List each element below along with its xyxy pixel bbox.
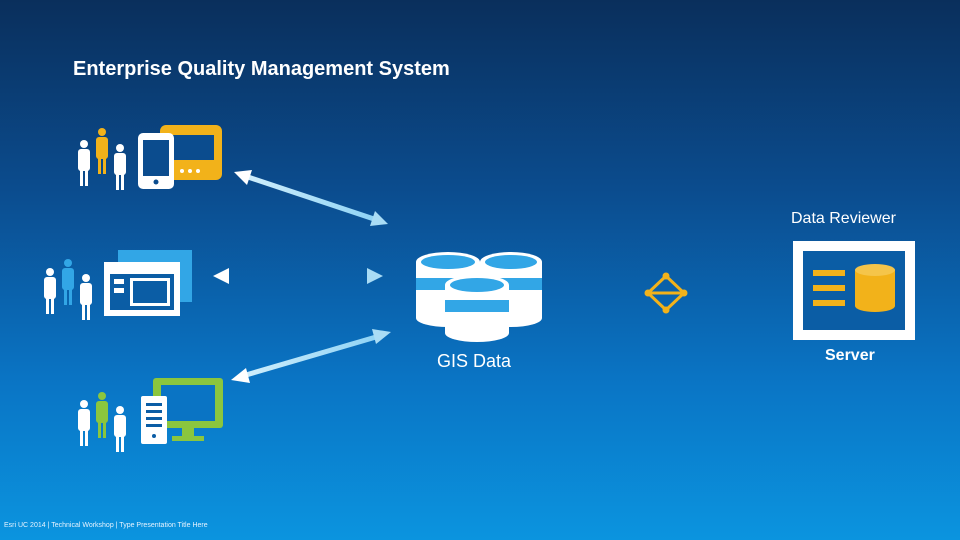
server-label: Server [825,347,875,364]
tablet-phone-icon [138,125,222,189]
reviewer-server-icon [793,241,915,340]
data-reviewer-label: Data Reviewer [791,210,896,227]
network-connector-icon [552,272,790,314]
double-arrow-icon [231,329,391,383]
people-group-icon [78,128,126,190]
people-group-icon [44,259,92,320]
double-arrow-icon [234,170,388,226]
workstation-computer-icon [141,378,223,444]
people-group-icon [78,392,126,452]
desktop-window-icon [104,250,192,316]
gis-data-label: GIS Data [437,351,512,371]
slide-footer: Esri UC 2014 | Technical Workshop | Type… [4,522,208,529]
double-arrow-icon [213,268,383,284]
slide-title: Enterprise Quality Management System [73,58,450,80]
database-stack-icon [416,252,542,342]
